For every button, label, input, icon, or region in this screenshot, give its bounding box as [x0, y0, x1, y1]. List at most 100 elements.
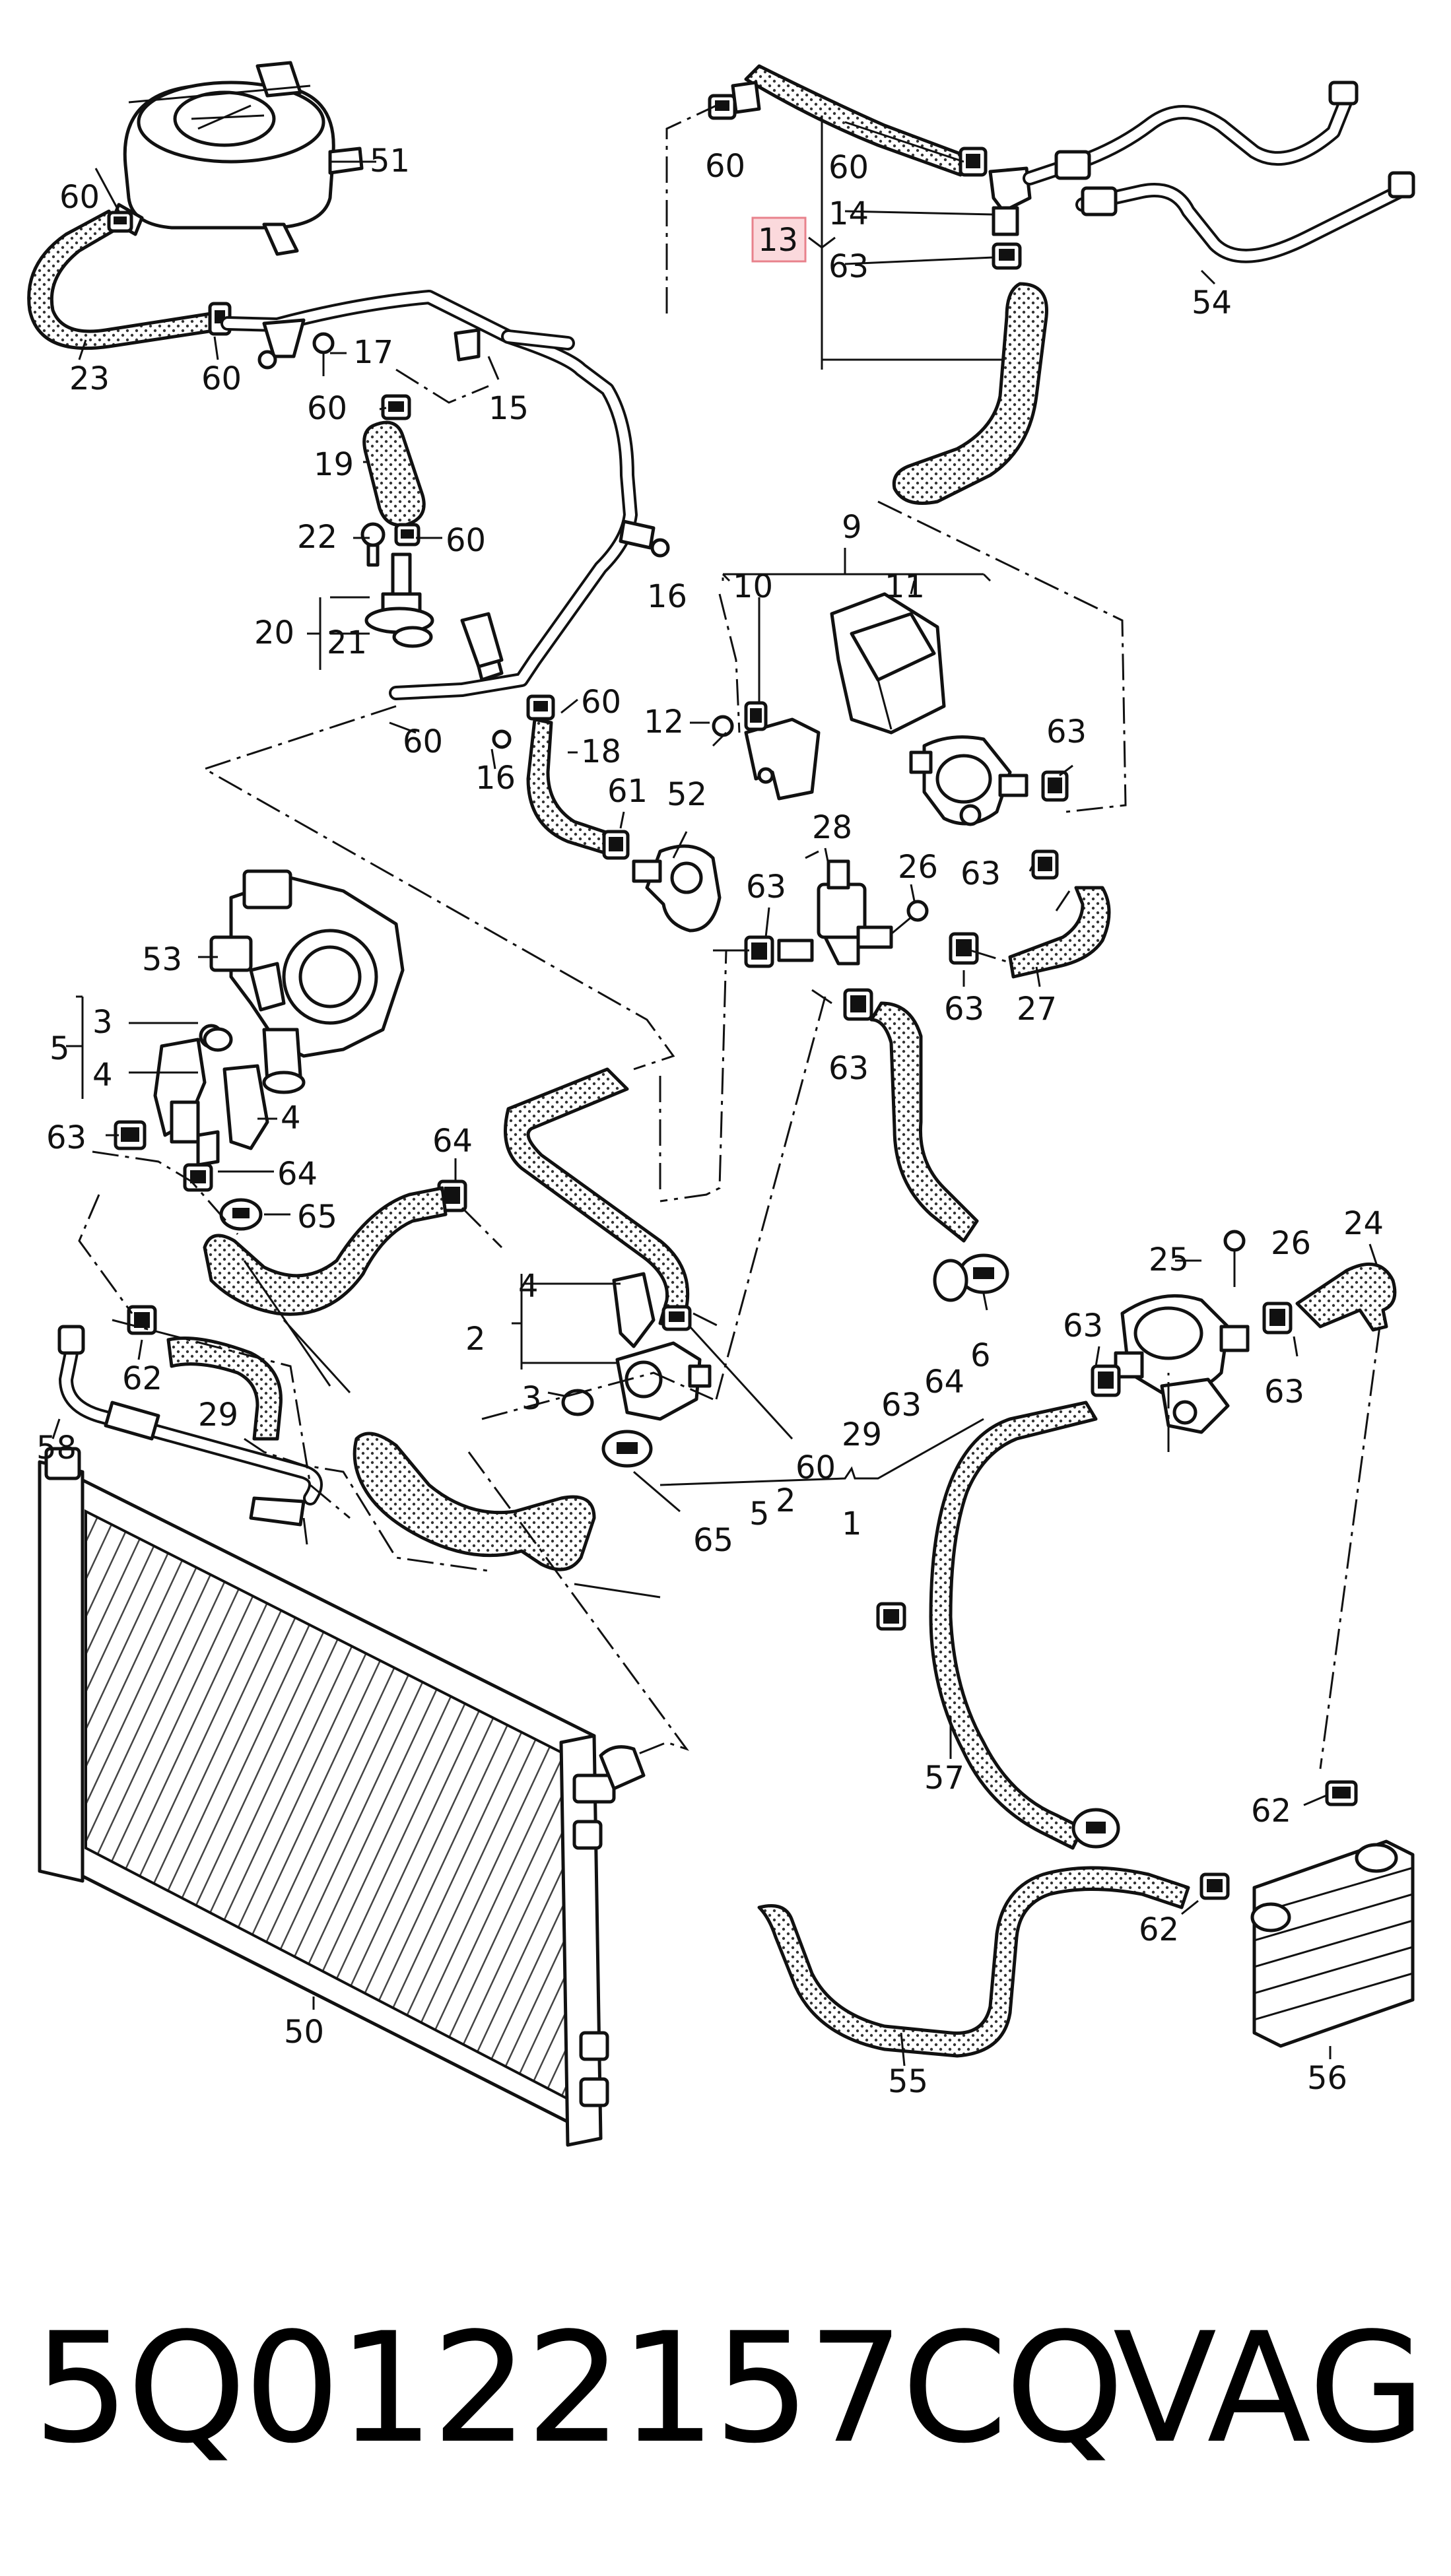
- callout-5: 5: [50, 1030, 70, 1067]
- bracket: [460, 612, 504, 669]
- hose-23: [27, 209, 220, 350]
- callout-64: 64: [432, 1123, 473, 1160]
- callout-25: 25: [1149, 1241, 1189, 1278]
- hose-55: [757, 1866, 1190, 2058]
- callout-2: 2: [465, 1321, 486, 1358]
- callout-60: 60: [705, 148, 745, 185]
- part-number: 5Q0122157CQ: [33, 2301, 1124, 2477]
- clamp: [744, 701, 768, 731]
- footer: 5Q0122157CQ VAG: [26, 2290, 1426, 2488]
- callout-5: 5: [749, 1496, 770, 1533]
- clamp-63: [114, 1120, 147, 1150]
- expansion-tank: [110, 61, 364, 256]
- clamp-61: [602, 830, 630, 860]
- callout-11: 11: [885, 568, 925, 605]
- o-ring-3: [561, 1389, 594, 1416]
- callout-26: 26: [1271, 1225, 1311, 1262]
- sensor-52: [632, 844, 722, 933]
- clamp: [1071, 1808, 1120, 1849]
- callout-65: 65: [297, 1199, 337, 1236]
- callout-9: 9: [842, 509, 862, 546]
- bolt-12: [712, 715, 734, 747]
- callout-60: 60: [307, 390, 347, 427]
- clamp-63: [1262, 1302, 1293, 1335]
- callout-63: 63: [881, 1387, 922, 1424]
- callout-53: 53: [142, 941, 182, 978]
- highlight-callout-13: [751, 216, 807, 263]
- clamp-65: [219, 1198, 263, 1231]
- callout-63: 63: [1063, 1307, 1103, 1344]
- guide-lines: [51, 84, 1381, 2066]
- callout-4: 4: [281, 1100, 301, 1137]
- callout-4: 4: [518, 1268, 539, 1305]
- callout-64: 64: [277, 1156, 318, 1193]
- bolt-26: [891, 900, 929, 935]
- callout-60: 60: [446, 522, 486, 559]
- callout-60: 60: [59, 179, 100, 216]
- callout-1: 1: [842, 1505, 862, 1542]
- gasket-4: [612, 1272, 656, 1348]
- callout-29: 29: [198, 1397, 238, 1434]
- clamp-60: [381, 394, 411, 420]
- pipes-54: [1023, 81, 1415, 263]
- callout-62: 62: [1139, 1911, 1179, 1948]
- callout-12: 12: [644, 704, 684, 741]
- bolt-17: [312, 332, 335, 376]
- callout-21: 21: [327, 624, 367, 661]
- clamp-63: [1091, 1364, 1121, 1397]
- connector-14: [988, 166, 1032, 236]
- clamp: [876, 1602, 906, 1631]
- clamp-62: [1199, 1872, 1230, 1900]
- hose-6: [869, 1001, 979, 1243]
- callout-17: 17: [353, 334, 393, 371]
- hose-24: [1295, 1262, 1397, 1332]
- radiator-50: [38, 1447, 646, 2147]
- coolant-pump-housing-53: [209, 869, 405, 1094]
- callout-23: 23: [69, 360, 110, 397]
- callout-6: 6: [970, 1337, 991, 1374]
- callout-63: 63: [1046, 713, 1087, 750]
- callout-27: 27: [1017, 991, 1057, 1028]
- callout-4: 4: [92, 1057, 113, 1094]
- hose-radiator-lower: [353, 1432, 596, 1571]
- electric-pump-9: [909, 735, 1029, 826]
- clamp: [958, 1253, 1009, 1294]
- callout-60: 60: [795, 1449, 836, 1486]
- clamp-63: [1041, 770, 1069, 802]
- callout-60: 60: [828, 149, 869, 186]
- callout-63: 63: [961, 855, 1001, 892]
- valve-20: [364, 552, 434, 648]
- callout-56: 56: [1307, 2060, 1347, 2097]
- clamp-60: [959, 147, 988, 177]
- callout-22: 22: [297, 519, 337, 556]
- oil-cooler-56: [1250, 1839, 1415, 2048]
- callout-3: 3: [92, 1004, 113, 1041]
- pump-insulator-11: [830, 592, 946, 735]
- hose-27: [1008, 886, 1111, 979]
- connector: [731, 81, 761, 114]
- callout-26: 26: [898, 849, 938, 886]
- connector-5: [153, 1024, 224, 1167]
- auxiliary-pump-25: [1114, 1294, 1250, 1434]
- clamp-60: [526, 694, 555, 721]
- callout-58: 58: [36, 1430, 77, 1467]
- callout-65: 65: [693, 1522, 733, 1559]
- clamp-62: [127, 1305, 157, 1335]
- callout-63: 63: [46, 1119, 86, 1156]
- callout-62: 62: [1251, 1793, 1291, 1830]
- callout-60: 60: [581, 684, 621, 721]
- callout-63: 63: [944, 991, 984, 1028]
- clamp-63: [843, 988, 873, 1021]
- callout-16: 16: [647, 578, 687, 615]
- callout-57: 57: [924, 1760, 964, 1797]
- callout-62: 62: [122, 1360, 162, 1397]
- callout-63: 63: [828, 1050, 869, 1087]
- connector-2: [615, 1341, 712, 1421]
- hose-19: [362, 420, 426, 527]
- clamp-62: [1325, 1780, 1358, 1806]
- brand-name: VAG: [1112, 2301, 1426, 2477]
- bolt-16: [492, 538, 670, 749]
- callout-labels: 60 51 60 23 60 17 15 60 19 22 60 16 20 2…: [36, 143, 1384, 2100]
- callout-60: 60: [201, 360, 242, 397]
